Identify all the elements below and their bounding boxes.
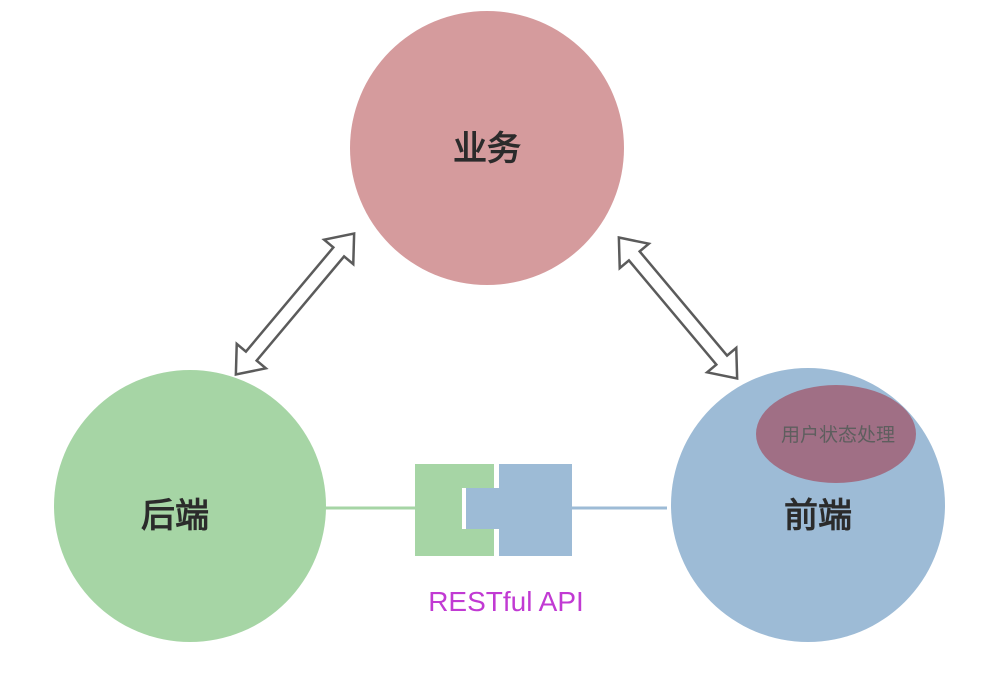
double-arrow-shape — [617, 235, 739, 381]
api-backend-block — [415, 464, 494, 556]
backend-circle — [54, 370, 326, 642]
backend-node: 后端 — [54, 370, 326, 642]
frontend-label: 前端 — [784, 496, 852, 536]
business-frontend-double-arrow — [617, 235, 739, 381]
business-circle — [350, 11, 624, 285]
double-arrow-shape — [234, 231, 356, 377]
api-frontend-block — [466, 464, 572, 556]
frontend-node: 用户状态处理 前端 — [671, 368, 945, 642]
business-node: 业务 — [350, 11, 624, 285]
user-state-label: 用户状态处理 — [781, 424, 895, 446]
api-label: RESTful API — [428, 586, 584, 617]
business-backend-double-arrow — [234, 231, 356, 377]
user-state-ellipse — [756, 385, 916, 483]
api-connector — [415, 464, 572, 556]
business-label: 业务 — [453, 129, 521, 169]
backend-label: 后端 — [141, 496, 209, 536]
